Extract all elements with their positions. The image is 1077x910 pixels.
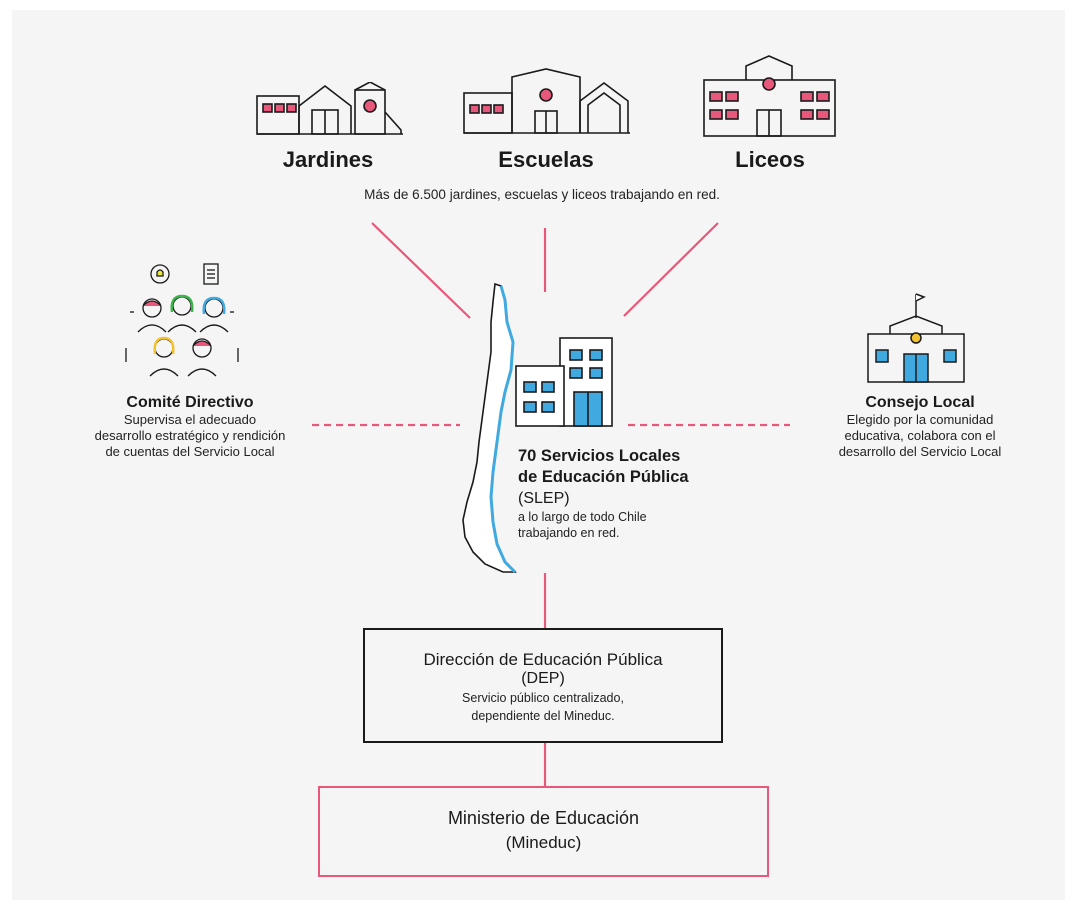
dep-desc-line-2: dependiente del Mineduc. [471,709,615,723]
slep-desc-line-2: trabajando en red. [518,526,620,540]
mineduc-box: Ministerio de Educación (Mineduc) [318,786,769,877]
consejo-desc-line-1: Elegido por la comunidad [846,412,994,427]
consejo-desc-line-3: desarrollo del Servicio Local [838,444,1002,459]
slep-acronym: (SLEP) [518,490,570,507]
consejo-building-icon [867,293,965,383]
committee-people-icon [125,263,239,377]
consejo-local-block: Consejo Local Elegido por la comunidad e… [790,394,1050,460]
comite-desc-line-1: Supervisa el adecuado [123,412,257,427]
slep-building-icon [515,337,613,427]
mineduc-acronym: (Mineduc) [505,833,582,852]
school-icon [463,68,630,134]
diagram-background [12,10,1065,900]
chile-map-icon [462,282,517,574]
comite-desc-line-2: desarrollo estratégico y rendición [94,428,286,443]
consejo-desc-line-2: educativa, colabora con el [844,428,996,443]
slep-title-line-2: de Educación Pública [518,468,689,486]
connector-liceos [623,222,719,317]
mineduc-title: Ministerio de Educación [447,808,640,828]
comite-directivo-block: Comité Directivo Supervisa el adecuado d… [62,394,318,460]
dep-desc-line-1: Servicio público centralizado, [462,691,624,705]
slep-desc-line-1: a lo largo de todo Chile [518,510,647,524]
dep-title: Dirección de Educación Pública [423,650,663,669]
slep-title-line-1: 70 Servicios Locales [518,447,681,465]
kindergarten-icon [256,82,403,135]
dep-box: Dirección de Educación Pública (DEP) Ser… [363,628,723,743]
dep-acronym: (DEP) [521,670,565,687]
liceos-label: Liceos [735,147,805,172]
jardines-label: Jardines [282,147,374,172]
connector-jardines [371,222,471,319]
high-school-icon [703,55,836,137]
comite-desc-line-3: de cuentas del Servicio Local [105,444,275,459]
institutions-subtitle: Más de 6.500 jardines, escuelas y liceos… [364,187,720,202]
consejo-title: Consejo Local [865,394,975,411]
comite-title: Comité Directivo [126,394,254,411]
slep-text-block: 70 Servicios Locales de Educación Públic… [518,446,758,541]
escuelas-label: Escuelas [498,147,594,172]
